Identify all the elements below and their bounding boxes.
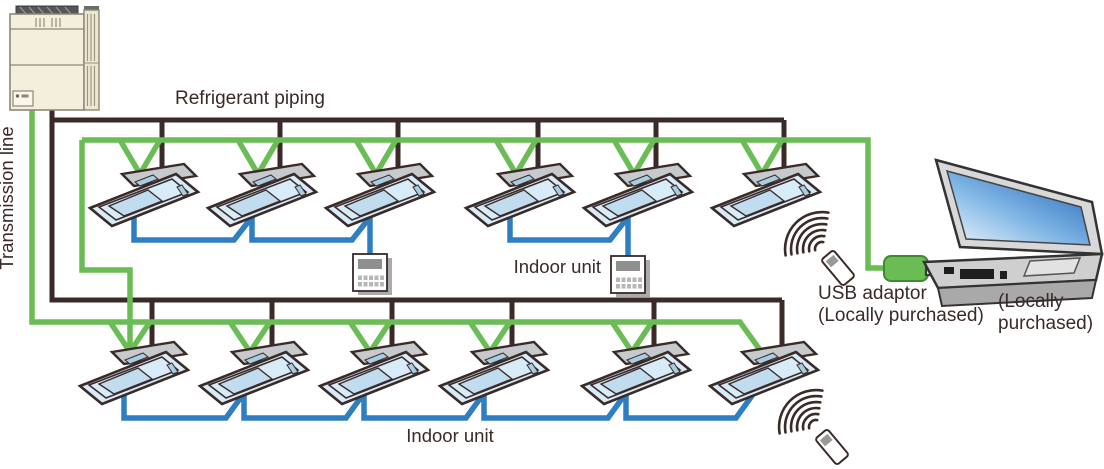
remote-controllers-group [352,210,855,465]
label-laptop-note-line2: purchased) [998,313,1093,334]
wired-remote-controller [352,253,393,296]
laptop-screen [945,169,1091,246]
indoor-unit [324,162,436,228]
indoor-unit [438,340,550,406]
indoor-unit [318,340,430,406]
wireless-remote-screen [819,433,833,447]
wired-remote-controller [610,255,651,298]
indoor-unit [582,162,694,228]
side-grille-slats [84,14,99,106]
outdoor-unit-side-cap [84,6,99,12]
remote-wiring-row1-group2 [507,209,631,260]
indoor-unit [78,340,190,406]
indoor-unit [88,162,200,228]
laptop-trackpad [1022,257,1082,277]
signal-waves [783,210,830,257]
signal-arc [783,210,830,257]
label-laptop-note-line1: (Locally [998,291,1064,312]
label-usb-adaptor-note: (Locally purchased) [818,305,984,326]
wireless-remote-screen [825,254,839,268]
signal-arc [801,412,820,431]
indoor-units-group [78,162,822,406]
label-refrigerant-piping: Refrigerant piping [175,88,325,109]
wireless-remote-case [815,429,849,465]
wireless-remote-body [821,250,855,286]
signal-arc [783,394,823,434]
label-indoor-unit-row1: Indoor unit [514,256,601,277]
remote-wiring-row2 [121,384,757,421]
usb-adaptor-body [883,255,929,282]
signal-arc [813,240,825,252]
signal-arc [807,234,826,253]
wireless-remote-controller [777,388,849,465]
indoor-unit [580,340,692,406]
laptop-front-edge [936,278,1098,308]
signal-arc [789,216,829,256]
indoor-unit [206,162,318,228]
transmission-lines [29,100,886,357]
indoor-unit [708,340,820,406]
remote-wiring-lines [121,209,757,421]
signal-arc [789,400,822,433]
remote-wiring-row1-group1 [131,209,373,258]
outdoor-unit-panel-seams [10,28,84,66]
wireless-remote-controller [783,210,855,286]
control-panel-knob [15,94,20,98]
transmission-main-line [29,100,763,352]
label-transmission-line: Transmission line [0,126,17,269]
fan-grille-slats [19,6,72,15]
label-usb-adaptor: USB adaptor [818,283,927,304]
wireless-remote-body [815,429,849,465]
signal-arc [795,406,821,432]
control-panel-label [21,94,29,98]
laptop-ports [944,267,1007,279]
indoor-unit [198,340,310,406]
label-indoor-unit-row2: Indoor unit [406,425,493,446]
indoor-unit [464,162,576,228]
laptop [921,158,1104,308]
signal-arc [801,228,827,254]
outdoor-unit-vents [35,18,61,27]
wireless-remote-case [821,250,855,286]
refrigerant-main-line [49,100,782,303]
transmission-riser [79,140,133,352]
signal-waves [777,388,824,435]
signal-arc [795,222,828,255]
transmission-top-branch [82,137,886,271]
outdoor-unit [9,5,100,111]
signal-arc [807,418,819,430]
outdoor-unit-control-panel [12,90,34,107]
signal-arc [777,388,824,435]
